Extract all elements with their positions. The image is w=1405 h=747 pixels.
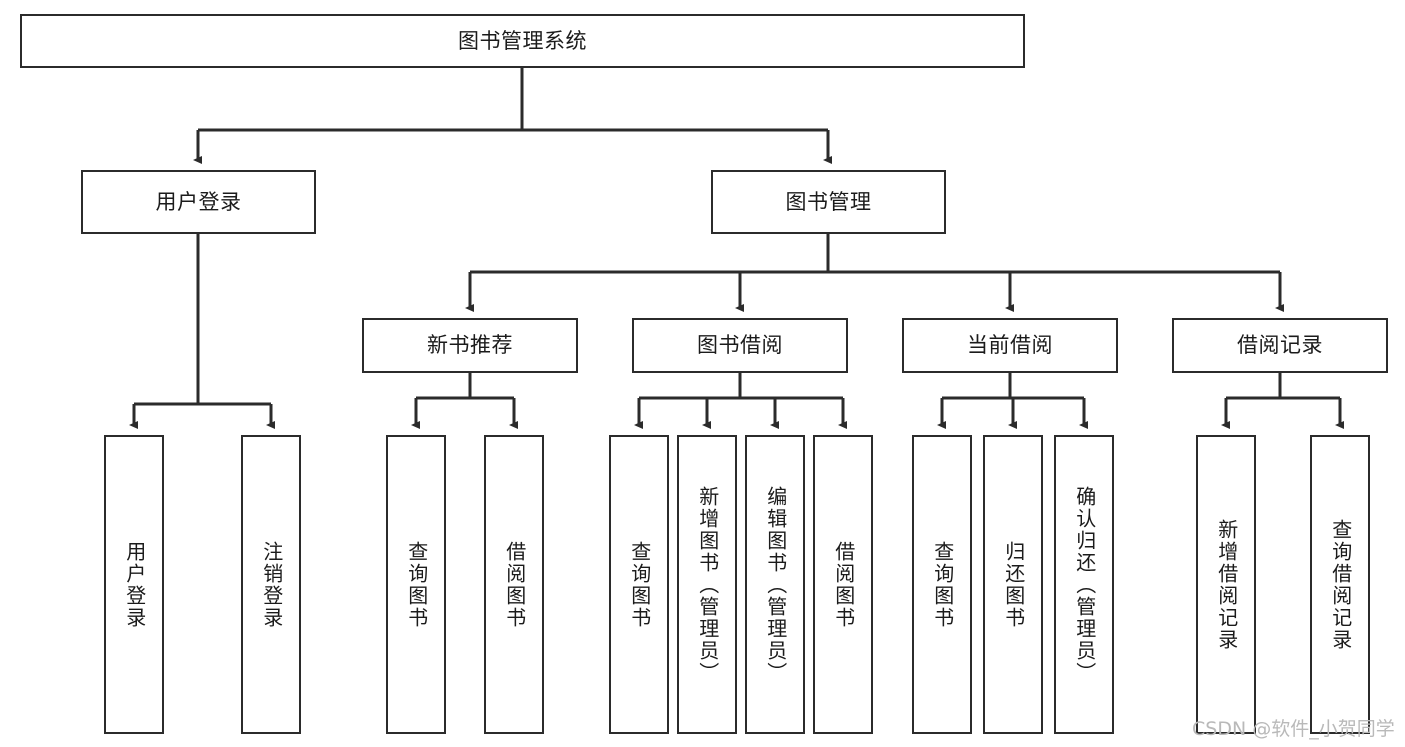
node-book-borrow-label: 图书借阅 [697, 333, 783, 358]
node-book-borrow[interactable]: 图书借阅 [632, 318, 848, 373]
csdn-watermark: CSDN @软件_小贺同学 [1192, 718, 1395, 740]
node-leaf-user-logout[interactable]: 注销登录 [241, 435, 301, 734]
node-leaf-user-logout-label: 注销登录 [259, 540, 284, 629]
node-leaf-user-login-label: 用户登录 [122, 540, 147, 629]
node-leaf-user-login[interactable]: 用户登录 [104, 435, 164, 734]
node-leaf-query-book-1[interactable]: 查询图书 [386, 435, 446, 734]
node-leaf-confirm-return[interactable]: 确认归还（管理员） [1054, 435, 1114, 734]
node-leaf-borrow-book-2[interactable]: 借阅图书 [813, 435, 873, 734]
node-leaf-edit-book[interactable]: 编辑图书（管理员） [745, 435, 805, 734]
node-leaf-query-book-2-label: 查询图书 [627, 540, 652, 629]
node-root[interactable]: 图书管理系统 [20, 14, 1025, 68]
node-leaf-add-book-label: 新增图书（管理员） [695, 485, 720, 684]
node-borrow-record[interactable]: 借阅记录 [1172, 318, 1388, 373]
node-leaf-return-book[interactable]: 归还图书 [983, 435, 1043, 734]
node-leaf-query-record[interactable]: 查询借阅记录 [1310, 435, 1370, 734]
node-borrow-record-label: 借阅记录 [1237, 333, 1323, 358]
node-new-book-rec-label: 新书推荐 [427, 333, 513, 358]
node-leaf-add-record-label: 新增借阅记录 [1214, 518, 1239, 651]
node-leaf-borrow-book-1[interactable]: 借阅图书 [484, 435, 544, 734]
node-book-manage[interactable]: 图书管理 [711, 170, 946, 234]
node-current-borrow[interactable]: 当前借阅 [902, 318, 1118, 373]
node-leaf-add-book[interactable]: 新增图书（管理员） [677, 435, 737, 734]
node-root-label: 图书管理系统 [458, 28, 587, 53]
node-new-book-rec[interactable]: 新书推荐 [362, 318, 578, 373]
node-user-login[interactable]: 用户登录 [81, 170, 316, 234]
node-leaf-query-book-3-label: 查询图书 [930, 540, 955, 629]
node-leaf-add-record[interactable]: 新增借阅记录 [1196, 435, 1256, 734]
node-leaf-edit-book-label: 编辑图书（管理员） [763, 485, 788, 684]
node-leaf-borrow-book-1-label: 借阅图书 [502, 540, 527, 629]
node-book-manage-label: 图书管理 [785, 189, 872, 214]
node-user-login-label: 用户登录 [155, 189, 242, 214]
node-leaf-query-record-label: 查询借阅记录 [1328, 518, 1353, 651]
node-leaf-borrow-book-2-label: 借阅图书 [831, 540, 856, 629]
node-leaf-query-book-3[interactable]: 查询图书 [912, 435, 972, 734]
node-leaf-return-book-label: 归还图书 [1001, 540, 1026, 629]
node-leaf-query-book-2[interactable]: 查询图书 [609, 435, 669, 734]
node-leaf-query-book-1-label: 查询图书 [404, 540, 429, 629]
node-current-borrow-label: 当前借阅 [967, 333, 1053, 358]
node-leaf-confirm-return-label: 确认归还（管理员） [1072, 485, 1097, 684]
